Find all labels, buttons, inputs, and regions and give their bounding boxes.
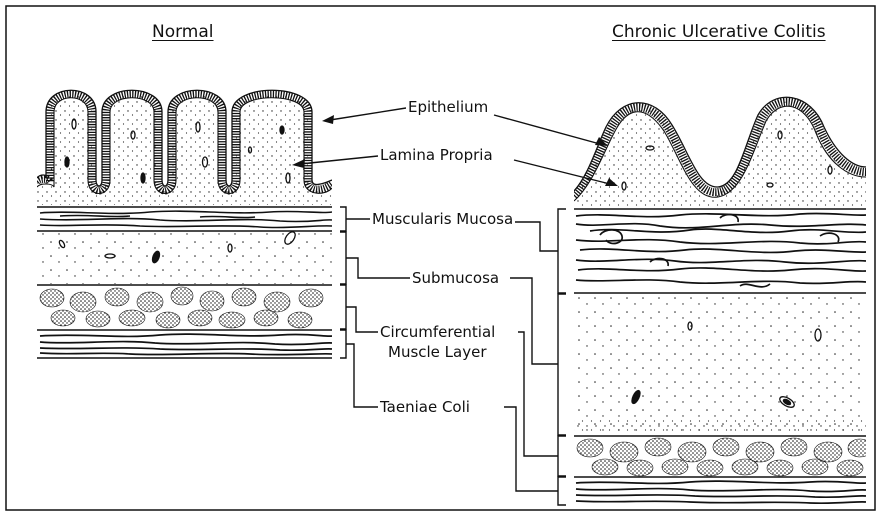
label-submucosa: Submucosa (410, 270, 501, 287)
normal-lamina-propria (37, 94, 332, 205)
normal-circumferential-muscle (40, 287, 323, 328)
label-taeniae-coli: Taeniae Coli (378, 399, 472, 416)
normal-section (37, 90, 332, 358)
colitis-bracket (558, 209, 566, 505)
normal-title: Normal (152, 22, 214, 42)
label-lamina-propria: Lamina Propria (378, 147, 495, 164)
normal-bracket (340, 207, 346, 358)
label-circumferential: Circumferential (378, 324, 497, 341)
normal-taeniae-coli (40, 334, 332, 355)
colitis-taeniae-coli (576, 481, 866, 503)
label-muscle-layer: Muscle Layer (386, 344, 489, 361)
colitis-circumferential-muscle (577, 438, 872, 476)
colitis-submucosa (574, 294, 866, 434)
label-epithelium: Epithelium (406, 99, 490, 116)
colitis-section (574, 97, 872, 503)
colitis-lamina-propria (574, 102, 866, 206)
colitis-title: Chronic Ulcerative Colitis (612, 22, 826, 42)
normal-submucosa (37, 232, 332, 284)
label-muscularis-mucosa: Muscularis Mucosa (370, 211, 515, 228)
